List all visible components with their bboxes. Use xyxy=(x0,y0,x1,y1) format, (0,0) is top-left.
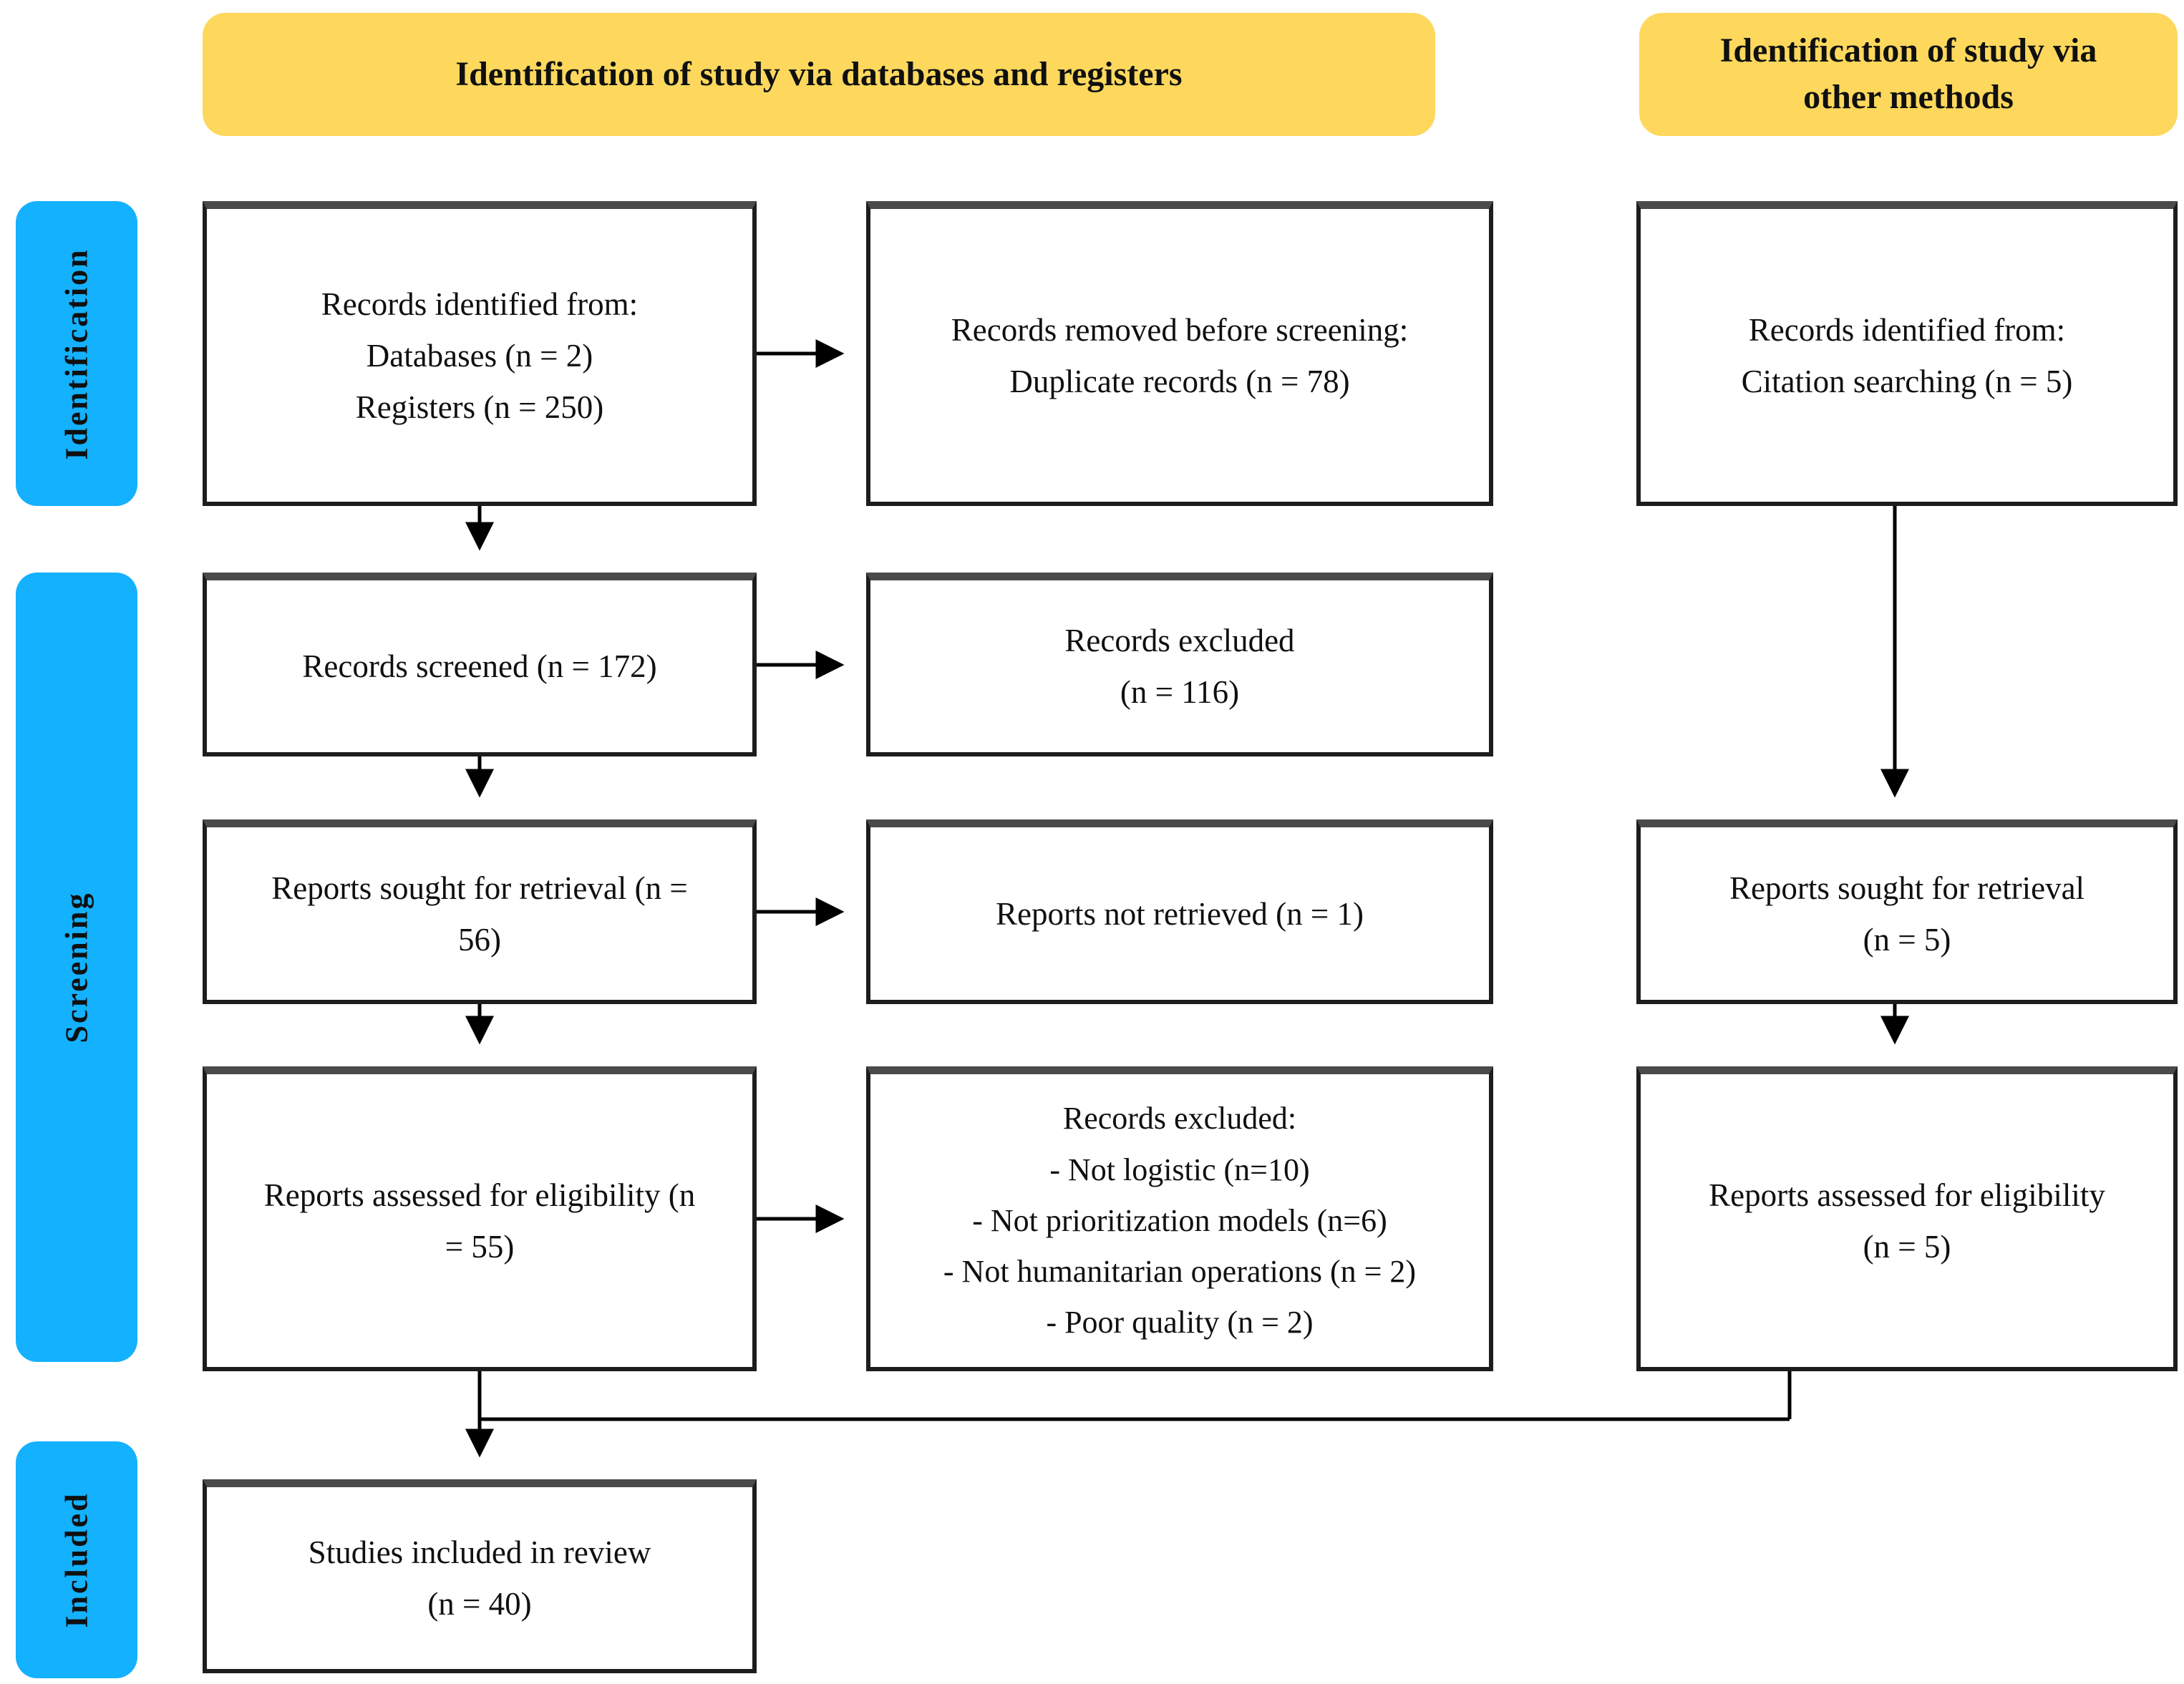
box-citation-reports-assessed: Reports assessed for eligibility (n = 5) xyxy=(1636,1066,2178,1371)
box-citation-reports-sought: Reports sought for retrieval (n = 5) xyxy=(1636,819,2178,1004)
box-citation-records-identified: Records identified from: Citation search… xyxy=(1636,201,2178,506)
box-records-excluded-reasons: Records excluded: - Not logistic (n=10) … xyxy=(866,1066,1493,1371)
box-records-screened: Records screened (n = 172) xyxy=(203,573,757,756)
stage-label-screening: Screening xyxy=(59,891,94,1043)
box-reports-sought-retrieval: Reports sought for retrieval (n = 56) xyxy=(203,819,757,1004)
stage-label-included: Included xyxy=(59,1491,94,1628)
stage-label-identification: Identification xyxy=(59,247,94,460)
banner-identification-databases-registers: Identification of study via databases an… xyxy=(203,13,1435,136)
banner-identification-other-methods: Identification of study via other method… xyxy=(1639,13,2178,136)
box-reports-assessed-eligibility: Reports assessed for eligibility (n = 55… xyxy=(203,1066,757,1371)
box-reports-not-retrieved: Reports not retrieved (n = 1) xyxy=(866,819,1493,1004)
stage-tab-screening: Screening xyxy=(16,573,137,1362)
box-records-identified: Records identified from: Databases (n = … xyxy=(203,201,757,506)
box-records-excluded: Records excluded (n = 116) xyxy=(866,573,1493,756)
stage-tab-identification: Identification xyxy=(16,201,137,506)
stage-tab-included: Included xyxy=(16,1441,137,1678)
box-records-removed-before-screening: Records removed before screening: Duplic… xyxy=(866,201,1493,506)
box-studies-included-review: Studies included in review (n = 40) xyxy=(203,1479,757,1673)
